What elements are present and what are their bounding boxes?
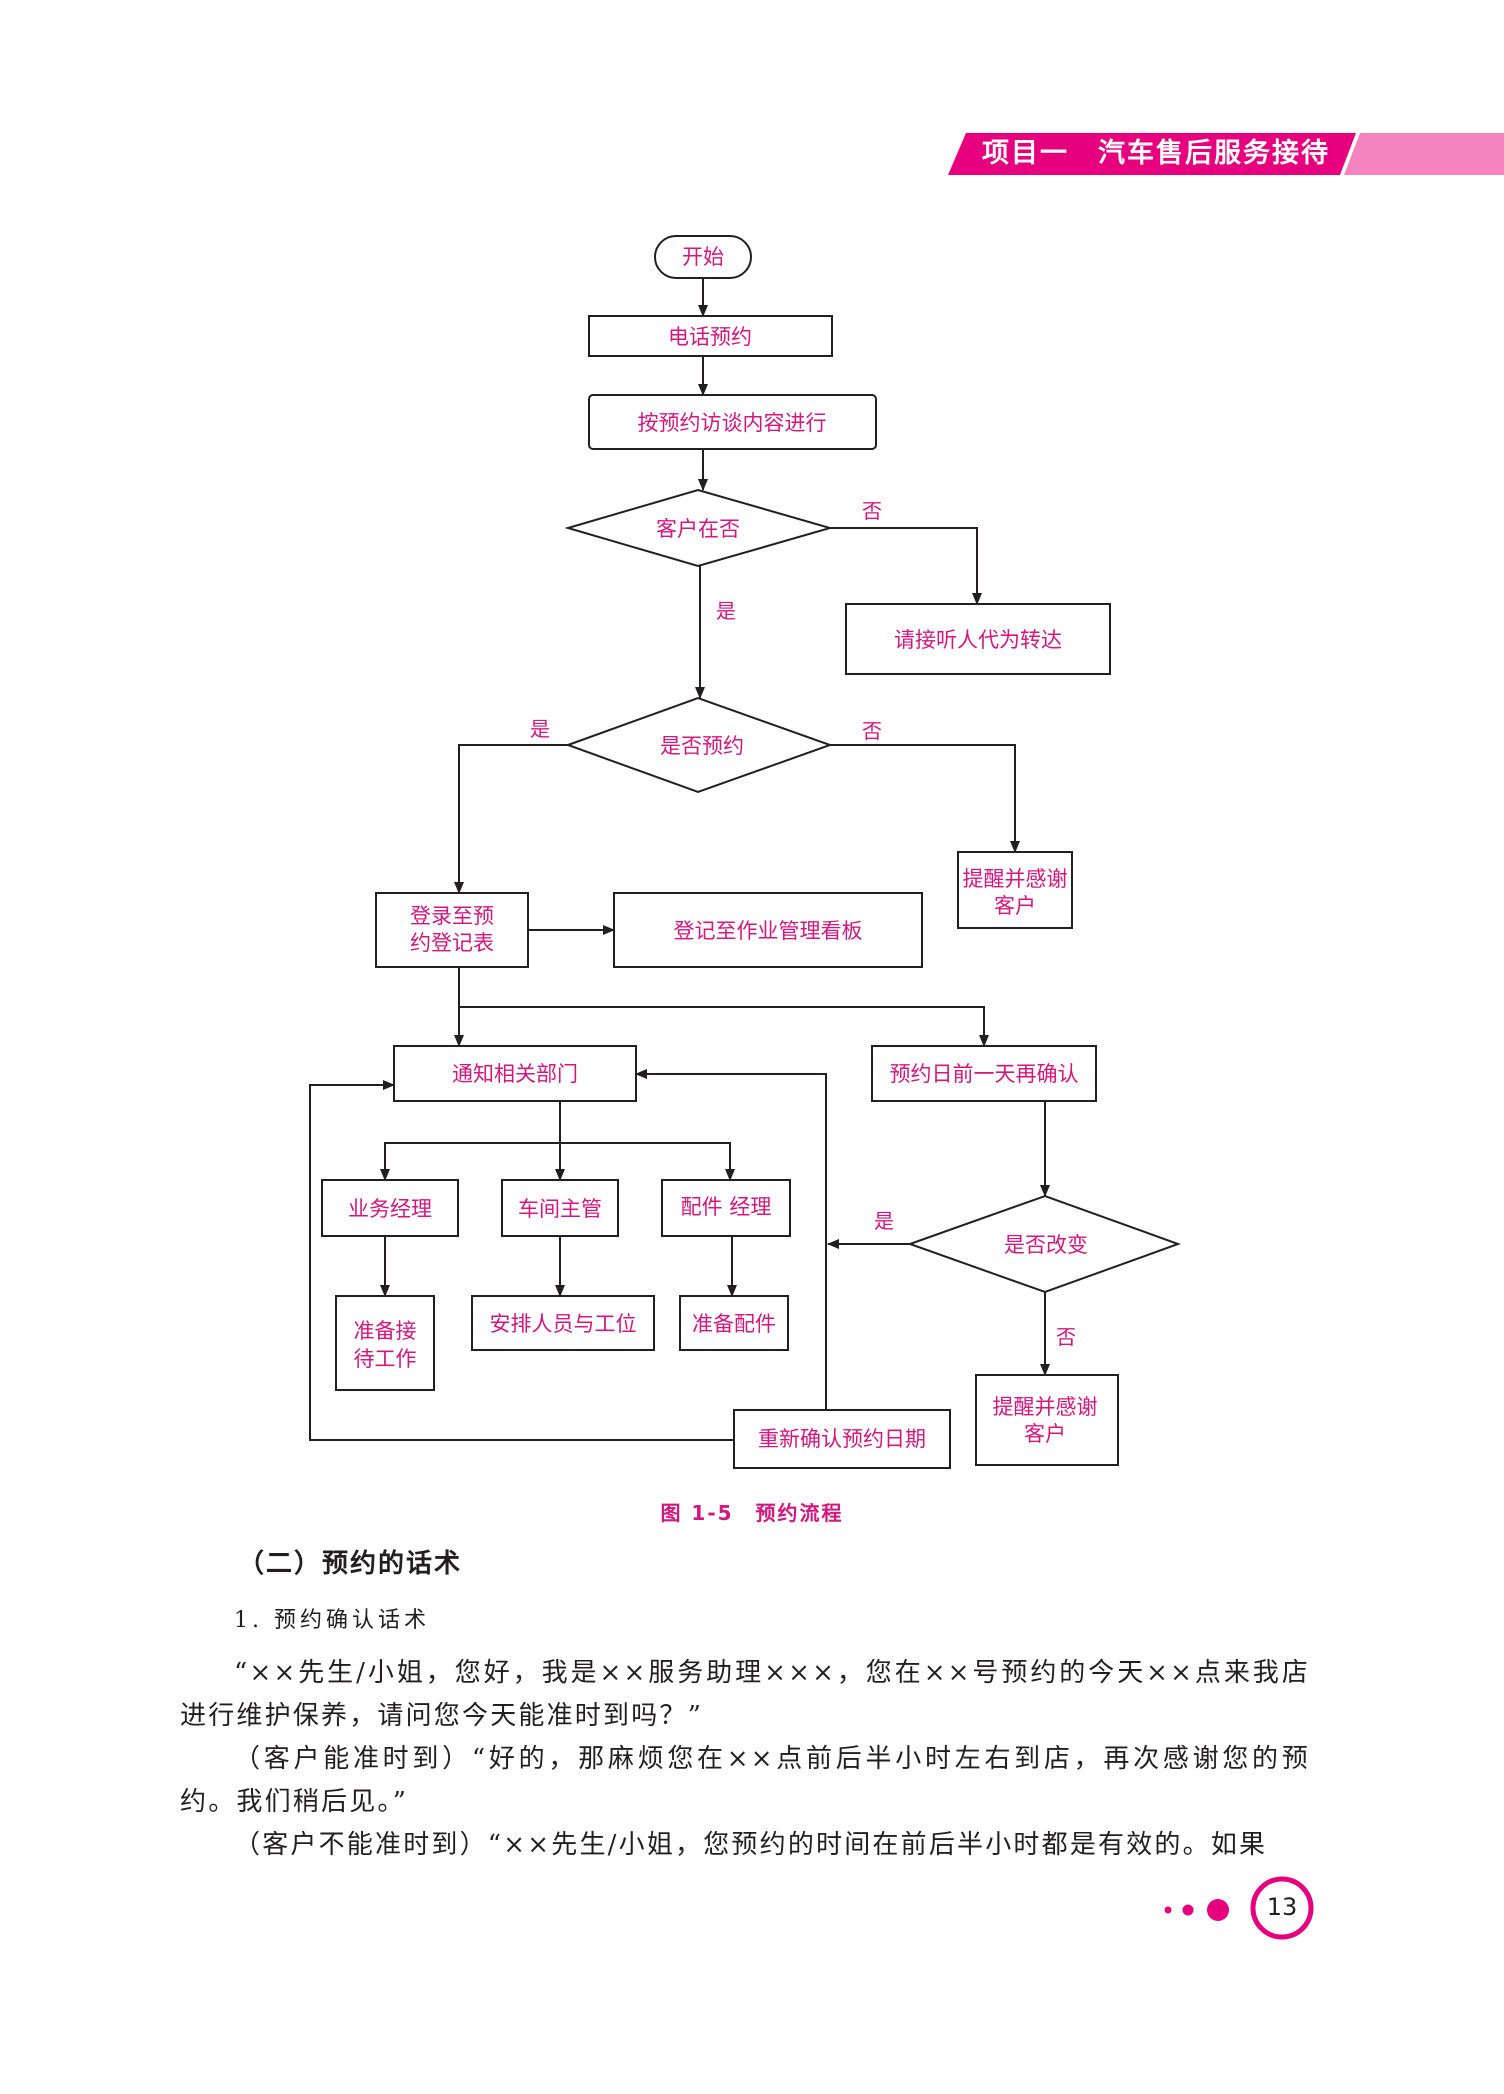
remind-thank-label-2b: 客户 [1024, 1422, 1066, 1446]
chapter-header-banner: 项目一 汽车售后服务接待 [948, 133, 1504, 175]
paragraph-1: “××先生/小姐，您好，我是××服务助理×××，您在××号预约的今天××点来我店… [180, 1658, 1310, 1731]
remind-thank-box-1 [957, 851, 1073, 929]
paragraph-2: （客户能准时到）“好的，那麻烦您在××点前后半小时左右到店，再次感谢您的预约。我… [180, 1744, 1310, 1817]
reconfirm-date-label: 重新确认预约日期 [758, 1427, 926, 1451]
page-dots-decoration [1164, 1876, 1314, 1940]
business-manager-box [321, 1179, 459, 1237]
prepare-parts-label: 准备配件 [692, 1312, 776, 1336]
register-form-label-b: 约登记表 [410, 931, 494, 955]
edge-label-yes-2: 是 [530, 717, 550, 741]
prepare-reception-box [335, 1295, 435, 1391]
register-board-label: 登记至作业管理看板 [674, 919, 863, 943]
interview-box [588, 394, 877, 450]
booked-label: 是否预约 [660, 734, 744, 758]
remind-thank-label-1a: 提醒并感谢 [963, 867, 1068, 891]
phone-booking-box [588, 315, 833, 357]
phone-booking-label: 电话预约 [668, 325, 752, 349]
arrange-staff-label: 安排人员与工位 [490, 1312, 637, 1336]
sub-heading: 1. 预约确认话术 [234, 1608, 430, 1633]
section-heading: （二）预约的话术 [238, 1549, 463, 1579]
interview-label: 按预约访谈内容进行 [638, 411, 827, 435]
changed-decision [907, 1194, 1181, 1294]
page-number-area: 13 [1160, 1875, 1320, 1945]
prepare-parts-box [679, 1295, 789, 1351]
relay-label: 请接听人代为转达 [894, 628, 1062, 652]
register-form-label-a: 登录至预 [410, 904, 494, 928]
workshop-supervisor-label: 车间主管 [518, 1197, 602, 1221]
register-form-box [375, 892, 529, 968]
prepare-reception-label-b: 待工作 [354, 1347, 417, 1371]
edge-label-yes-3: 是 [874, 1209, 894, 1233]
reconfirm-date-box [733, 1409, 951, 1469]
remind-thank-label-2a: 提醒并感谢 [993, 1395, 1098, 1419]
workshop-supervisor-box [501, 1179, 619, 1237]
customer-present-label: 客户在否 [656, 517, 740, 541]
relay-box [845, 603, 1111, 675]
edge-label-no-3: 否 [1056, 1325, 1076, 1349]
page-number: 13 [1266, 1893, 1298, 1921]
remind-thank-box-2 [975, 1374, 1119, 1466]
header-banner-shape [948, 133, 1504, 175]
reconfirm-day-before-label: 预约日前一天再确认 [890, 1062, 1079, 1086]
edge-label-no-1: 否 [862, 499, 882, 523]
notify-label: 通知相关部门 [452, 1062, 578, 1086]
changed-label: 是否改变 [1004, 1233, 1088, 1257]
business-manager-label: 业务经理 [348, 1197, 432, 1221]
prepare-reception-label-a: 准备接 [354, 1319, 417, 1343]
arrange-staff-box [471, 1295, 655, 1351]
reconfirm-day-before-box [871, 1045, 1097, 1102]
start-label: 开始 [682, 245, 724, 269]
remind-thank-label-1b: 客户 [994, 894, 1036, 918]
parts-manager-label: 配件 经理 [681, 1195, 772, 1219]
edge-label-no-2: 否 [862, 719, 882, 743]
parts-manager-box [661, 1179, 791, 1237]
chapter-title: 项目一 汽车售后服务接待 [982, 138, 1330, 169]
paragraph-3: （客户不能准时到）“××先生/小姐，您预约的时间在前后半小时都是有效的。如果 [234, 1830, 1268, 1860]
figure-caption: 图 1-5 预约流程 [660, 1501, 844, 1525]
notify-box [393, 1045, 637, 1102]
register-board-box [613, 892, 923, 968]
reservation-flowchart: 开始 电话预约 按预约访谈内容进行 客户在否 请接听人代为转达 是否预约 提醒并… [309, 235, 1181, 1469]
edge-label-yes-1: 是 [716, 599, 736, 623]
